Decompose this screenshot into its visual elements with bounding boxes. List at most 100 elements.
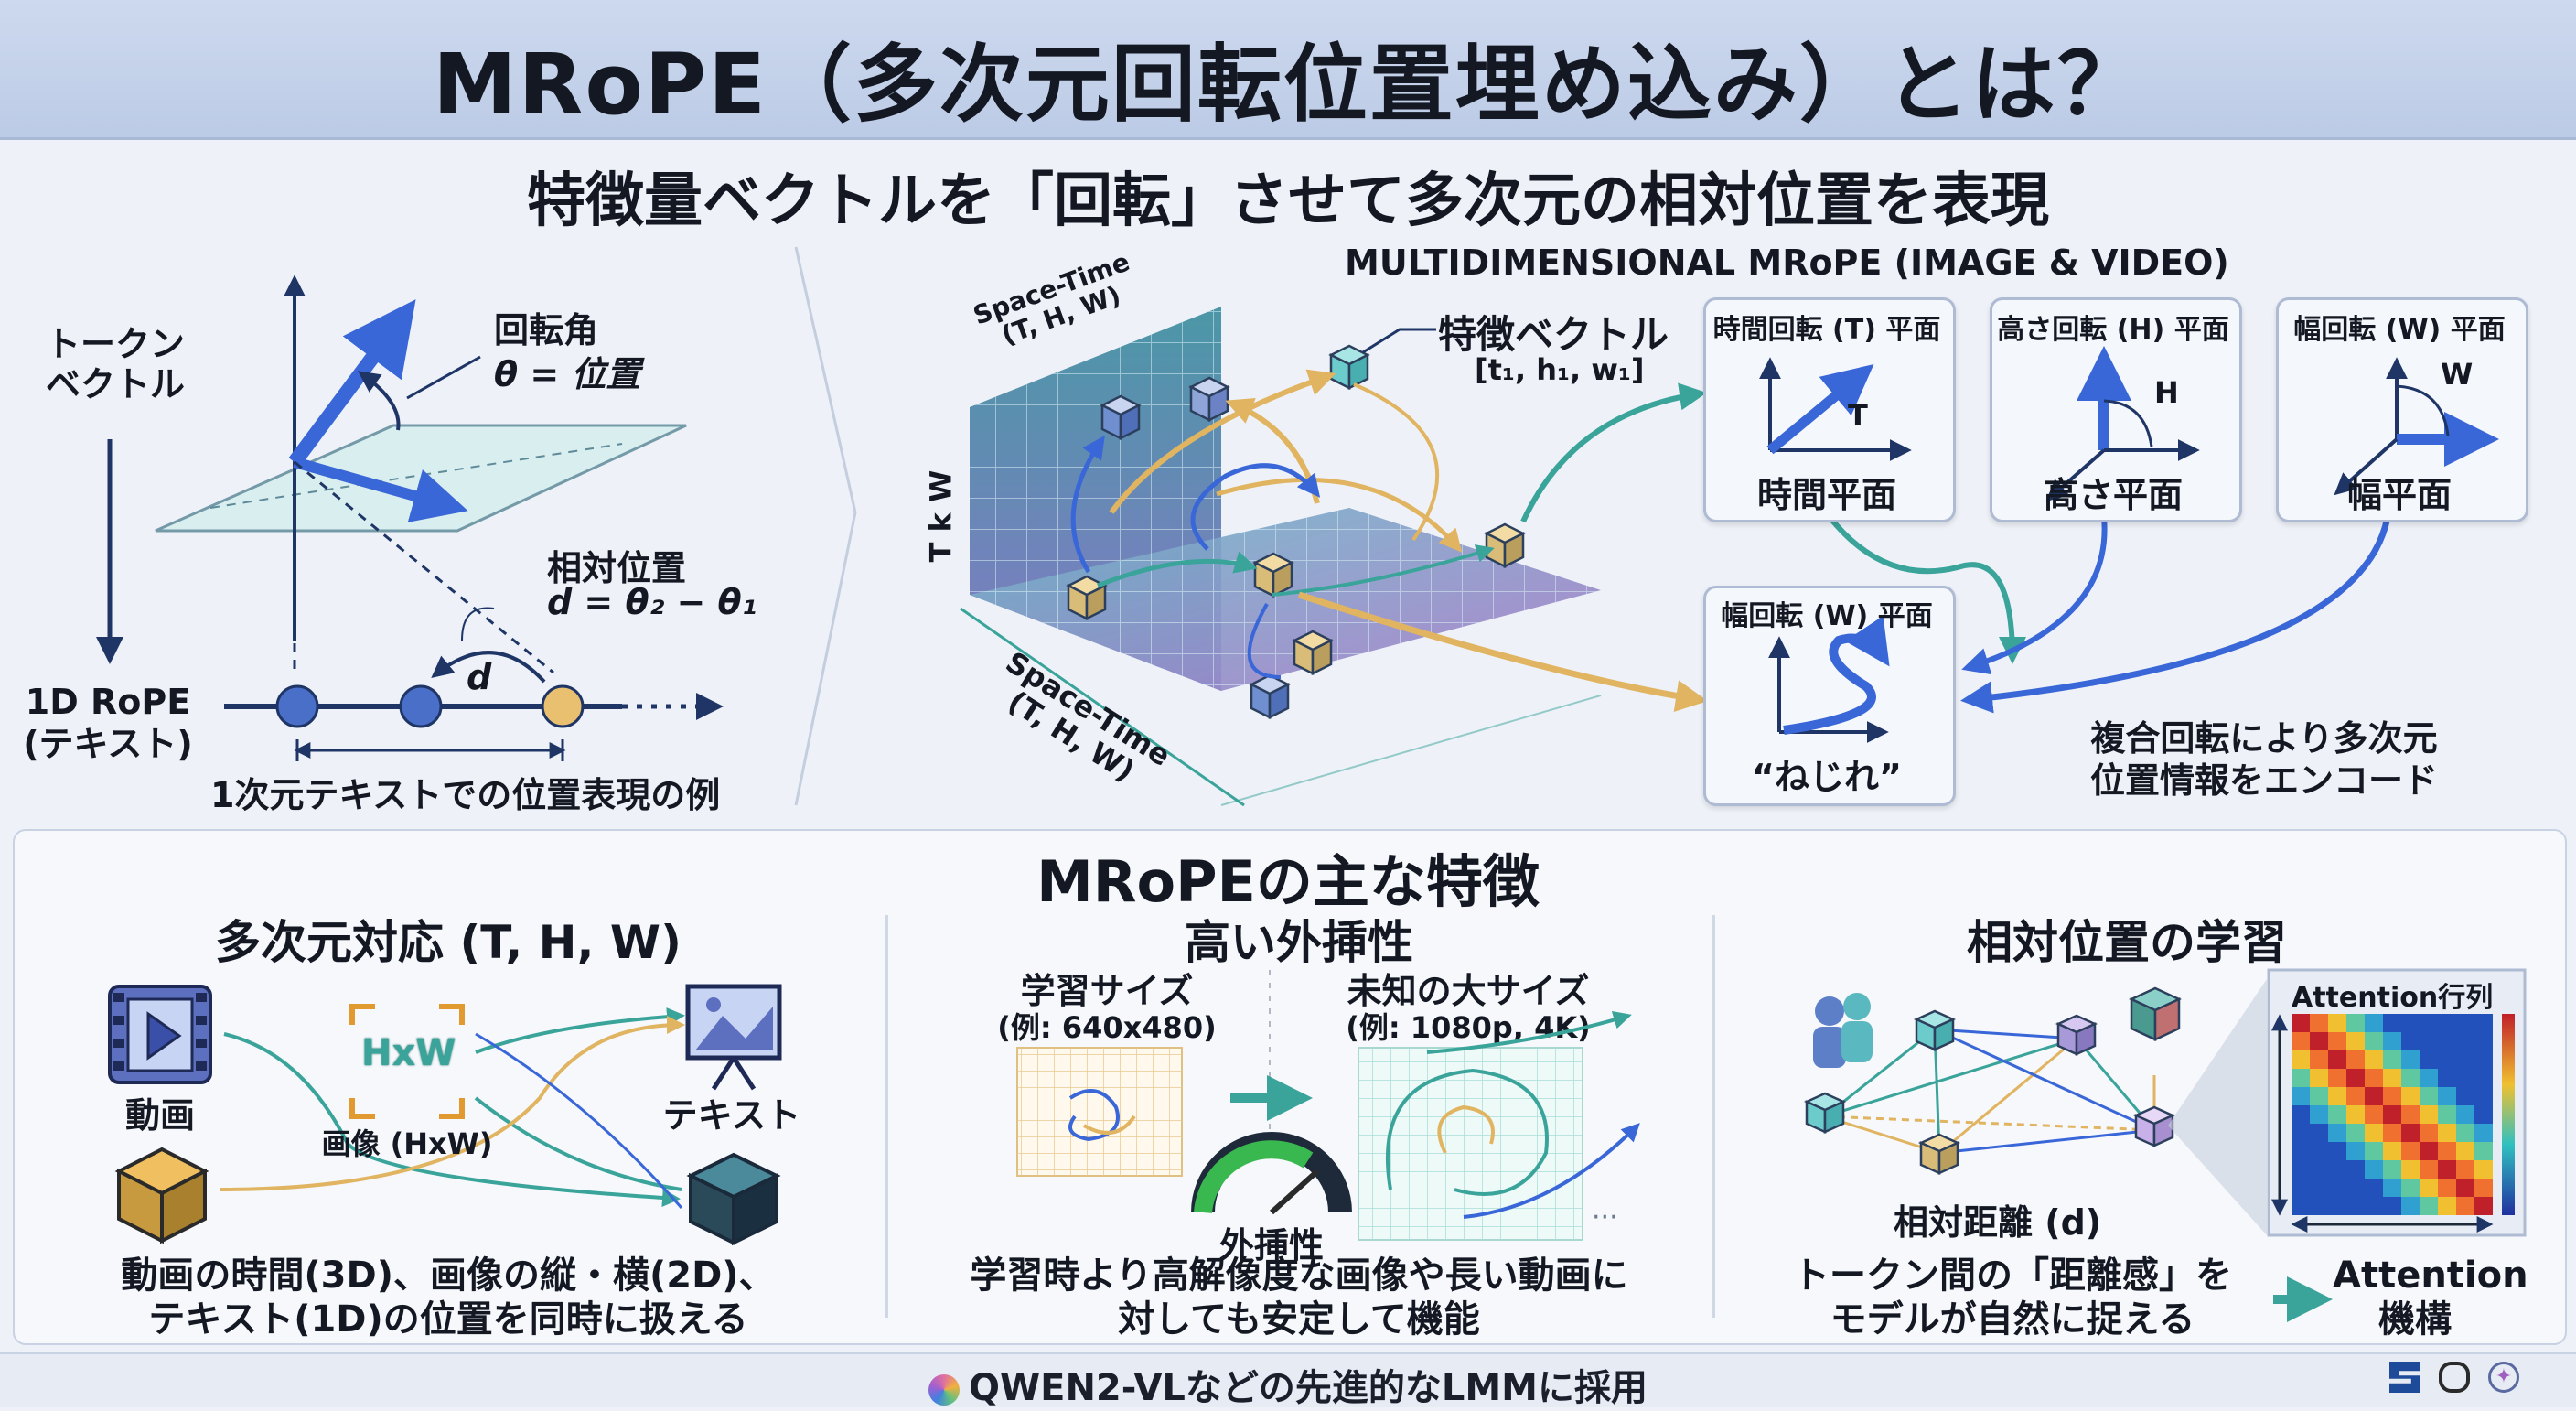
heatmap-cell — [2310, 1014, 2328, 1032]
heatmap-cell — [2420, 1069, 2438, 1087]
heatmap-cell — [2310, 1050, 2328, 1069]
heatmap-cell — [2456, 1160, 2474, 1179]
heatmap-cell — [2438, 1087, 2456, 1105]
footer-icons: ✦ — [2389, 1362, 2519, 1393]
page-title: MRoPE（多次元回転位置埋め込み）とは？ — [433, 36, 2143, 134]
page-subtitle: 特徴量ベクトルを「回転」させて多次元の相対位置を表現 — [527, 167, 2049, 235]
feature3-desc: トークン間の「距離感」を モデルが自然に捉える — [1793, 1255, 2232, 1341]
feature3-title: 相対位置の学習 — [1967, 916, 2287, 969]
heatmap-cell — [2328, 1050, 2346, 1069]
cube-icon — [114, 1147, 209, 1244]
left-caption: 1次元テキストでの位置表現の例 — [210, 775, 721, 815]
unknown-size-label: 未知の大サイズ — [1347, 971, 1590, 1011]
combined-caption: 複合回転により多次元 位置情報をエンコード — [2089, 718, 2438, 801]
heatmap-cell — [2383, 1179, 2401, 1197]
time-card-axis: T — [1848, 398, 1868, 433]
heatmap-cell — [2438, 1197, 2456, 1215]
text-display-icon — [685, 984, 782, 1091]
heatmap-cell — [2365, 1032, 2383, 1050]
time-card-label: 時間平面 — [1756, 475, 1896, 515]
feature1-title: 多次元対応 (T, H, W) — [215, 916, 682, 969]
heatmap-cell — [2310, 1069, 2328, 1087]
footer-text: QWEN2-VLなどの先進的なLMMに採用 — [0, 1358, 2576, 1411]
heatmap-cell — [2383, 1142, 2401, 1160]
heatmap-cell — [2420, 1124, 2438, 1142]
feature-vector-sub: [t₁, h₁, w₁] — [1475, 352, 1645, 387]
text-label: テキスト — [662, 1095, 801, 1136]
attention-heatmap — [2292, 1014, 2493, 1215]
height-card-label: 高さ平面 — [2043, 475, 2183, 515]
heatmap-cell — [2346, 1105, 2365, 1124]
heatmap-cell — [2401, 1105, 2420, 1124]
combined-card-label: “ねじれ” — [1752, 757, 1902, 797]
heatmap-cell — [2383, 1087, 2401, 1105]
token-vector-label: トークン ベクトル — [46, 324, 186, 404]
width-card-label: 幅平面 — [2346, 475, 2452, 515]
heatmap-cell — [2365, 1105, 2383, 1124]
heatmap-cell — [2438, 1105, 2456, 1124]
heatmap-cell — [2365, 1014, 2383, 1032]
heatmap-cell — [2401, 1069, 2420, 1087]
heatmap-cell — [2401, 1142, 2420, 1160]
image-label: 画像 (HxW) — [321, 1126, 493, 1161]
relative-distance-label: 相対距離 (d) — [1894, 1202, 2102, 1243]
heatmap-cell — [2474, 1197, 2493, 1215]
heatmap-cell — [2292, 1087, 2310, 1105]
relative-formula: d = θ₂ − θ₁ — [547, 582, 757, 622]
heatmap-cell — [2383, 1069, 2401, 1087]
s-logo-icon — [2389, 1362, 2420, 1393]
heatmap-cell — [2401, 1160, 2420, 1179]
video-icon — [108, 985, 212, 1084]
unknown-size-sub: (例: 1080p, 4K) — [1346, 1010, 1591, 1045]
heatmap-cell — [2292, 1050, 2310, 1069]
heatmap-cell — [2292, 1069, 2310, 1087]
heatmap-cell — [2401, 1050, 2420, 1069]
hxw-label: HxW — [361, 1032, 456, 1074]
separator-chevron — [794, 246, 857, 806]
heatmap-cell — [2438, 1142, 2456, 1160]
heatmap-cell — [2346, 1124, 2365, 1142]
heatmap-cell — [2365, 1087, 2383, 1105]
height-card-axis: H — [2154, 375, 2179, 410]
heatmap-cell — [2401, 1124, 2420, 1142]
qwen-logo-icon — [928, 1374, 960, 1406]
gauge-label: 外挿性 — [1218, 1225, 1324, 1266]
feature-vector-label: 特徴ベクトル — [1438, 312, 1669, 357]
feature-divider-2 — [1712, 915, 1715, 1318]
combined-card-title: 幅回転 (W) 平面 — [1721, 600, 1933, 632]
combined-plane-card — [1703, 586, 1956, 806]
heatmap-cell — [2438, 1124, 2456, 1142]
heatmap-cell — [2420, 1087, 2438, 1105]
heatmap-cell — [2310, 1032, 2328, 1050]
heatmap-cell — [2456, 1179, 2474, 1197]
heatmap-cell — [2365, 1160, 2383, 1179]
width-plane-card — [2276, 297, 2528, 522]
rope-1d-label: 1D RoPE (テキスト) — [23, 682, 193, 764]
features-heading: MRoPEの主な特徴 — [1036, 848, 1540, 915]
height-card-title: 高さ回転 (H) 平面 — [1997, 314, 2229, 346]
time-card-title: 時間回転 (T) 平面 — [1712, 314, 1941, 346]
heatmap-cell — [2310, 1105, 2328, 1124]
heatmap-cell — [2383, 1050, 2401, 1069]
title-bar — [0, 0, 2576, 140]
heatmap-cell — [2420, 1160, 2438, 1179]
heatmap-cell — [2383, 1032, 2401, 1050]
heatmap-cell — [2474, 1160, 2493, 1179]
distance-d-label: d — [467, 657, 492, 697]
feature2-title: 高い外挿性 — [1185, 916, 1413, 969]
heatmap-cell — [2328, 1069, 2346, 1087]
heatmap-cell — [2328, 1014, 2346, 1032]
heatmap-cell — [2383, 1160, 2401, 1179]
heatmap-cell — [2420, 1197, 2438, 1215]
heatmap-cell — [2365, 1124, 2383, 1142]
heatmap-cell — [2310, 1087, 2328, 1105]
attention-matrix-label: Attention行列 — [2292, 982, 2494, 1014]
heatmap-cell — [2456, 1197, 2474, 1215]
train-size-label: 学習サイズ — [1020, 971, 1194, 1011]
dark-cube-icon — [686, 1152, 781, 1246]
heatmap-cell — [2474, 1179, 2493, 1197]
feature2-desc: 学習時より高解像度な画像や長い動画に 対しても安定して機能 — [970, 1255, 1628, 1341]
